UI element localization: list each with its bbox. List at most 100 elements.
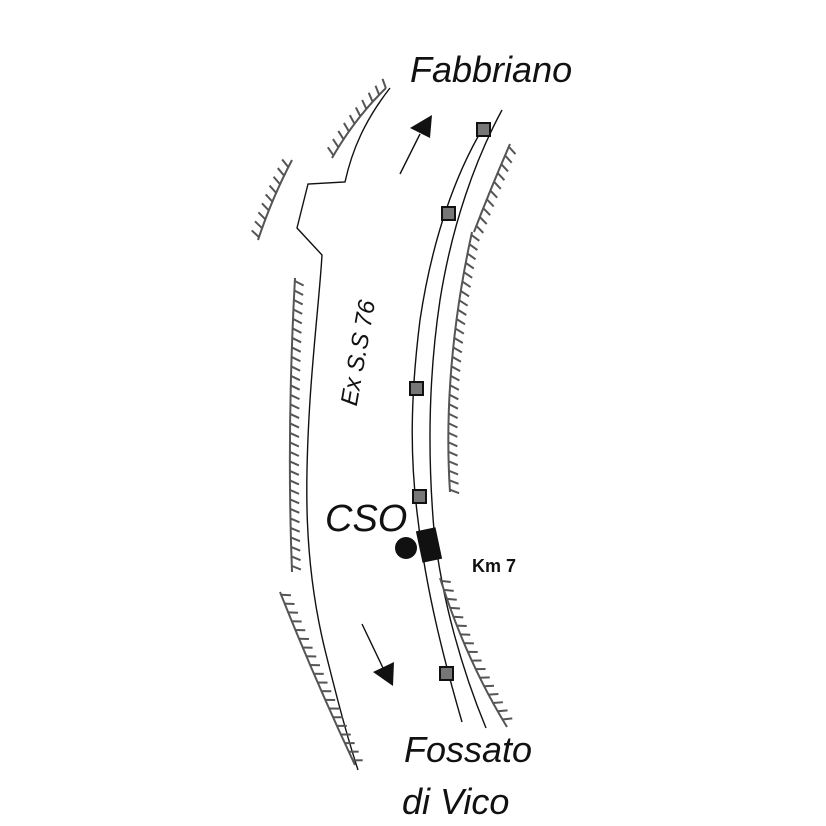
- embankment-hatch-east-north: [473, 143, 511, 233]
- hatch-tick: [447, 441, 458, 448]
- cso-point-icon: [395, 537, 417, 559]
- hatch-tick: [264, 193, 274, 203]
- hatch-tick: [291, 346, 302, 353]
- hatch-tick: [361, 99, 368, 110]
- hatch-tick: [277, 167, 285, 177]
- site-label: CSO: [325, 498, 408, 540]
- hatch-tick: [291, 555, 301, 562]
- hatch-tick: [458, 299, 469, 307]
- hatch-tick: [450, 374, 460, 382]
- hatch-tick: [482, 207, 491, 216]
- hatch-tick: [449, 384, 460, 391]
- hatch-tick: [440, 579, 451, 583]
- hatch-tick: [479, 216, 488, 225]
- hatch-tick: [291, 356, 301, 363]
- hatch-tick: [290, 384, 301, 391]
- hatch-tick: [289, 469, 300, 476]
- hatch-tick: [290, 375, 301, 382]
- hatch-tick: [451, 365, 461, 373]
- hatch-tick: [451, 356, 462, 363]
- hatch-tick: [453, 337, 464, 344]
- embankment-hatch-north-west: [331, 87, 387, 159]
- destination-south-label-line1: Fossato: [404, 729, 533, 770]
- embankment-hatch-west: [288, 277, 296, 573]
- hatch-tick: [500, 163, 509, 173]
- rail-line-east: [429, 109, 503, 729]
- arrow-north-icon: [399, 115, 432, 175]
- hatch-tick: [449, 488, 460, 495]
- hatch-tick: [466, 252, 477, 261]
- hatch-tick: [497, 709, 508, 713]
- hatch-tick: [448, 460, 459, 466]
- arrow-south-icon: [361, 623, 394, 686]
- hatch-tick: [488, 692, 499, 696]
- hatch-tick: [443, 588, 454, 592]
- hatch-tick: [475, 225, 485, 234]
- hatch-tick: [461, 280, 472, 288]
- hatch-tick: [289, 460, 300, 467]
- hatch-tick: [272, 176, 281, 185]
- hatch-tick: [326, 146, 335, 156]
- hatch-tick: [261, 202, 270, 212]
- hatch-tick: [289, 422, 300, 429]
- hatch-tick: [446, 597, 457, 601]
- hatch-tick: [381, 78, 387, 89]
- hatch-tick: [289, 403, 300, 410]
- monitoring-marker: [439, 666, 454, 681]
- hatch-tick: [290, 545, 301, 552]
- hatch-tick: [293, 289, 304, 296]
- hatch-tick: [254, 220, 263, 229]
- hatch-tick: [448, 479, 459, 485]
- hatch-tick: [448, 450, 458, 457]
- hatch-tick: [448, 412, 459, 419]
- hatch-tick: [289, 431, 300, 438]
- hatch-tick: [465, 262, 475, 270]
- hatch-tick: [289, 488, 300, 495]
- embankment-hatch-east: [447, 231, 473, 493]
- hatch-tick: [281, 158, 290, 168]
- hatch-tick: [257, 211, 267, 220]
- hatch-tick: [337, 130, 345, 140]
- hatch-tick: [468, 243, 478, 251]
- hatch-tick: [504, 154, 513, 164]
- hatch-tick: [502, 717, 513, 721]
- hatch-tick: [448, 403, 459, 410]
- hatch-tick: [450, 606, 461, 610]
- hatch-tick: [289, 413, 300, 419]
- destination-south-label-line2: di Vico: [402, 781, 510, 822]
- hatch-tick: [293, 299, 304, 306]
- hatch-tick: [292, 327, 302, 334]
- hatch-tick: [348, 114, 356, 125]
- hatch-tick: [290, 365, 301, 372]
- monitoring-marker: [476, 122, 491, 137]
- hatch-tick: [453, 615, 464, 619]
- hatch-tick: [268, 184, 277, 194]
- hatch-tick: [290, 517, 300, 524]
- hatch-tick: [493, 181, 502, 190]
- hatch-tick: [486, 198, 495, 208]
- hatch-tick: [448, 422, 458, 429]
- hatch-tick: [289, 498, 300, 505]
- hatch-tick: [290, 394, 300, 401]
- km-label: Km 7: [472, 556, 517, 576]
- hatch-tick: [367, 92, 374, 103]
- hatch-tick: [454, 327, 465, 335]
- monitoring-marker: [412, 489, 427, 504]
- hatch-tick: [457, 308, 467, 316]
- hatch-tick: [289, 450, 300, 457]
- hatch-tick: [508, 146, 517, 155]
- monitoring-marker: [441, 206, 456, 221]
- hatch-tick: [496, 172, 506, 181]
- hatch-tick: [290, 526, 301, 533]
- hatch-tick: [470, 234, 480, 242]
- hatch-tick: [452, 346, 463, 354]
- hatch-tick: [289, 507, 300, 514]
- monitoring-marker: [409, 381, 424, 396]
- hatch-tick: [374, 85, 381, 96]
- hatch-tick: [448, 469, 459, 476]
- hatch-tick: [460, 290, 470, 298]
- hatch-tick: [289, 479, 300, 486]
- road-edge-west: [296, 87, 391, 771]
- hatch-tick: [489, 189, 498, 199]
